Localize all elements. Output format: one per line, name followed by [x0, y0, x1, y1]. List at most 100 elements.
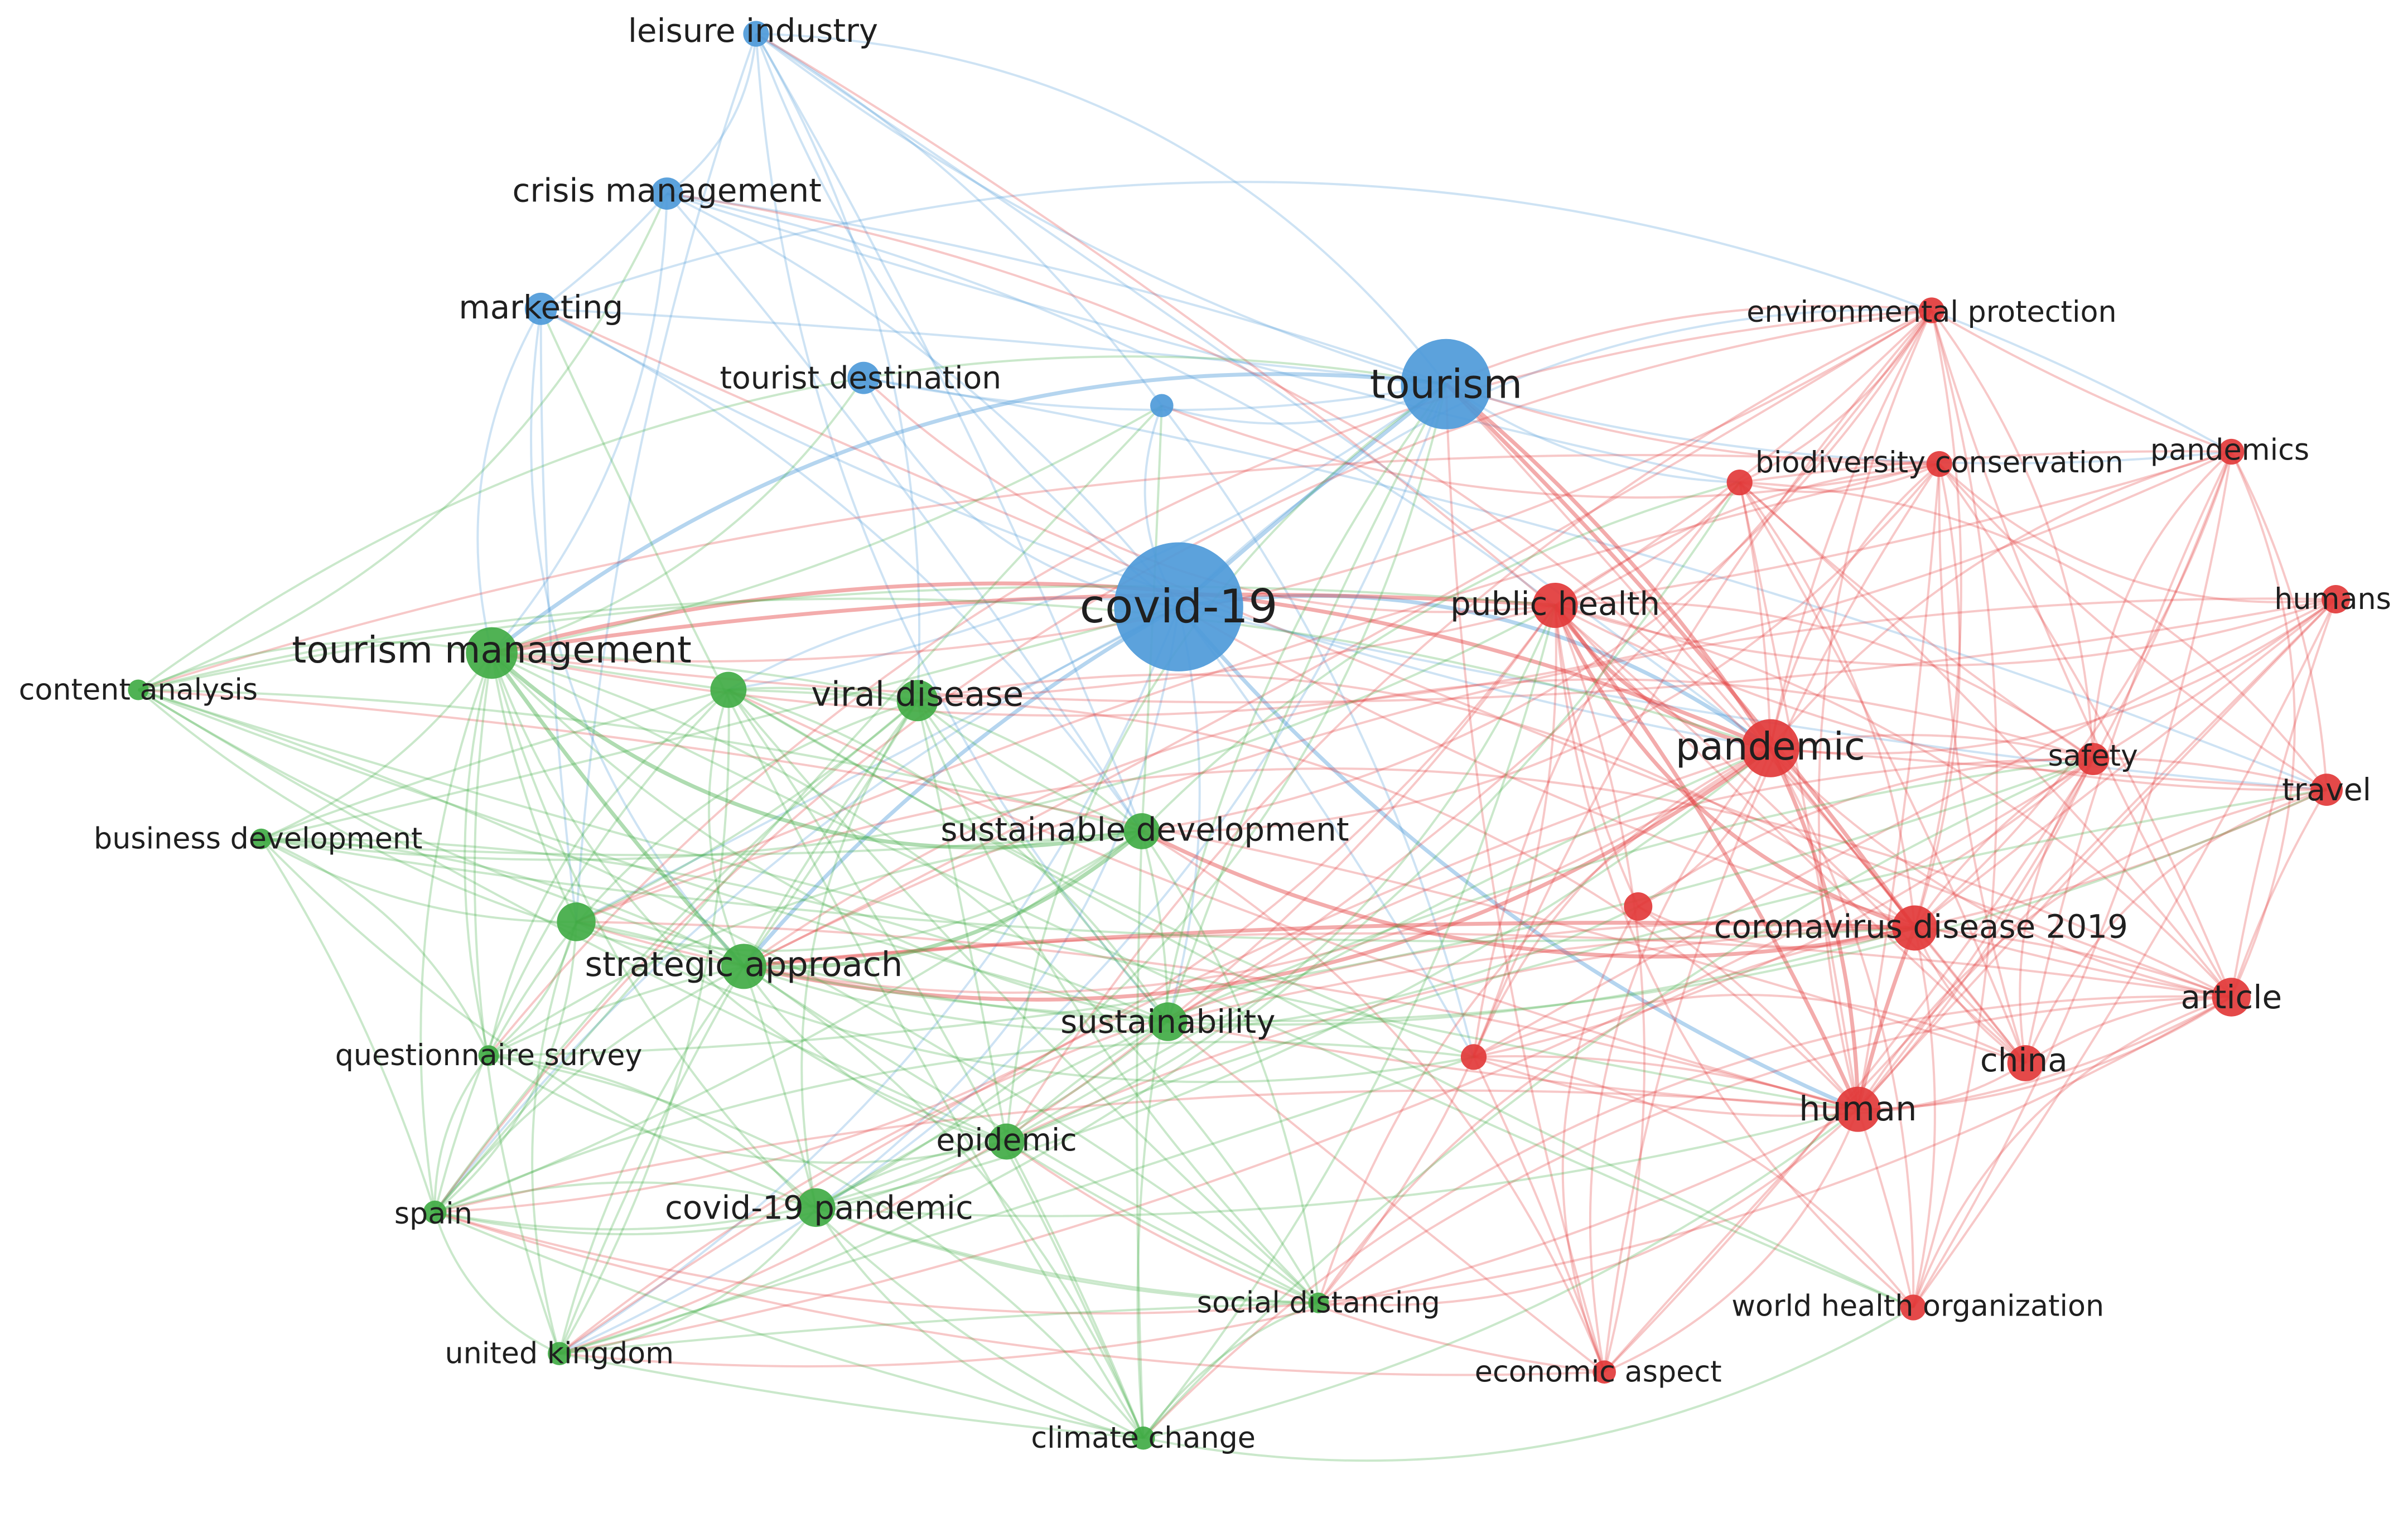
label-united-kingdom: united kingdom — [445, 1337, 674, 1371]
node-world-health-organization[interactable] — [1900, 1294, 1927, 1321]
node-marketing[interactable] — [524, 292, 557, 325]
node-tourism-management[interactable] — [466, 627, 518, 679]
node-content-analysis[interactable] — [128, 679, 149, 700]
edge-business-development-unlabeled-green-2 — [260, 838, 577, 924]
edge-strategic-approach-tourism-management — [490, 651, 745, 968]
node-crisis-management[interactable] — [650, 177, 683, 210]
edge-coronavirus-disease-2019-travel — [1914, 789, 2327, 929]
label-marketing: marketing — [459, 288, 623, 326]
label-tourism: tourism — [1370, 361, 1523, 407]
node-unlabeled-green-1[interactable] — [710, 671, 747, 708]
edge-united-kingdom-unlabeled-red-1 — [559, 482, 1741, 1355]
node-epidemic[interactable] — [988, 1123, 1025, 1160]
edge-tourist-destination-travel — [863, 376, 2327, 791]
edge-biodiversity-conservation-economic-aspect — [1603, 463, 1941, 1372]
edge-safety-sustainability — [1167, 758, 2093, 1023]
edge-environmental-protection-safety — [1931, 310, 2095, 760]
edge-human-viral-disease — [917, 699, 1859, 1110]
node-economic-aspect[interactable] — [1593, 1360, 1616, 1384]
edge-public-health-unlabeled-red-2 — [1554, 605, 1639, 907]
edge-sustainability-sustainable-development — [1141, 830, 1169, 1022]
node-covid-19-pandemic[interactable] — [797, 1188, 836, 1227]
node-business-development[interactable] — [250, 828, 272, 849]
edge-human-unlabeled-green-1 — [728, 689, 1859, 1111]
edge-pandemic-travel — [1770, 747, 2327, 791]
node-humans[interactable] — [2322, 585, 2351, 613]
edge-business-development-coronavirus-disease-2019 — [260, 838, 1915, 942]
node-covid-19[interactable] — [1114, 542, 1243, 671]
edge-public-health-spain — [435, 605, 1556, 1214]
node-pandemics[interactable] — [2218, 438, 2245, 465]
edge-social-distancing-tourism-management — [491, 651, 1320, 1304]
node-tourist-destination[interactable] — [847, 361, 880, 394]
edge-human-unlabeled-red-2 — [1637, 905, 1859, 1110]
node-environmental-protection[interactable] — [1918, 297, 1945, 323]
node-article[interactable] — [2212, 978, 2251, 1017]
edge-human-social-distancing — [1318, 1108, 1859, 1307]
node-tourism[interactable] — [1401, 339, 1492, 429]
node-viral-disease[interactable] — [896, 680, 938, 722]
edge-article-pandemic — [1769, 747, 2232, 998]
node-human[interactable] — [1835, 1086, 1881, 1132]
edge-content-analysis-tourism — [137, 355, 1446, 691]
edge-china-travel — [2024, 789, 2327, 1064]
node-coronavirus-disease-2019[interactable] — [1892, 905, 1938, 951]
edge-climate-change-united-kingdom — [559, 1352, 1143, 1439]
node-unlabeled-red-2[interactable] — [1624, 892, 1653, 921]
node-leisure-industry[interactable] — [743, 21, 769, 47]
edge-spain-unlabeled-green-1 — [433, 689, 730, 1213]
edge-marketing-tourism-management — [476, 308, 542, 654]
node-unlabeled-red-3[interactable] — [1460, 1044, 1487, 1070]
label-business-development: business development — [94, 822, 423, 856]
edge-united-kingdom-unlabeled-green-1 — [558, 689, 730, 1355]
label-viral-disease: viral disease — [811, 675, 1024, 714]
node-public-health[interactable] — [1532, 583, 1578, 628]
edge-humans-public-health — [1555, 598, 2337, 667]
node-unlabeled-red-1[interactable] — [1726, 470, 1753, 496]
edge-business-development-public-health — [261, 604, 1556, 861]
node-china[interactable] — [2007, 1045, 2044, 1081]
edge-pandemics-safety — [2092, 451, 2232, 760]
edge-unlabeled-red-1-unlabeled-red-3 — [1473, 481, 1741, 1057]
edge-business-development-strategic-approach — [261, 838, 745, 968]
edge-covid-19-pandemic-spain — [435, 1181, 817, 1214]
edge-business-development-unlabeled-green-1 — [260, 689, 729, 840]
edge-climate-change-social-distancing — [1142, 1302, 1319, 1439]
node-strategic-approach[interactable] — [721, 944, 766, 989]
label-economic-aspect: economic aspect — [1475, 1355, 1722, 1389]
label-content-analysis: content analysis — [19, 673, 258, 707]
node-sustainable-development[interactable] — [1123, 813, 1160, 849]
edge-china-human — [1857, 1062, 2026, 1111]
node-united-kingdom[interactable] — [548, 1342, 571, 1365]
edge-sustainable-development-unlabeled-green-1 — [728, 687, 1143, 832]
node-spain[interactable] — [423, 1200, 447, 1224]
node-unlabeled-green-2[interactable] — [557, 902, 596, 941]
node-questionnaire-survey[interactable] — [478, 1045, 499, 1066]
edge-tourism-management-united-kingdom — [473, 652, 561, 1354]
edge-covid-19-unlabeled-green-1 — [727, 597, 1179, 691]
node-safety[interactable] — [2077, 743, 2110, 775]
edge-article-unlabeled-green-2 — [576, 767, 2232, 998]
node-sustainability[interactable] — [1148, 1002, 1188, 1041]
edge-tourism-tourism-management — [490, 372, 1446, 655]
edge-environmental-protection-spain — [434, 309, 1932, 1213]
node-pandemic[interactable] — [1741, 719, 1799, 777]
edge-coronavirus-disease-2019-epidemic — [1006, 927, 1915, 1143]
edge-climate-change-world-health-organization — [1143, 1306, 1914, 1462]
network-nodes — [128, 21, 2351, 1450]
node-travel[interactable] — [2310, 773, 2343, 806]
edge-pandemic-world-health-organization — [1769, 747, 1915, 1308]
edge-strategic-approach-viral-disease — [742, 700, 919, 968]
node-biodiversity-conservation[interactable] — [1926, 451, 1952, 477]
edge-marketing-tourism — [541, 307, 1446, 385]
node-unlabeled-blue[interactable] — [1150, 394, 1174, 418]
edge-human-united-kingdom — [559, 1108, 1859, 1368]
node-climate-change[interactable] — [1131, 1426, 1155, 1450]
node-social-distancing[interactable] — [1308, 1292, 1329, 1313]
edge-crisis-management-tourism — [667, 192, 1447, 385]
edge-sustainable-development-unlabeled-green-2 — [576, 830, 1143, 952]
edge-article-biodiversity-conservation — [1938, 463, 2233, 998]
edge-human-sustainability — [1167, 1021, 1858, 1111]
edge-spain-viral-disease — [434, 699, 918, 1213]
